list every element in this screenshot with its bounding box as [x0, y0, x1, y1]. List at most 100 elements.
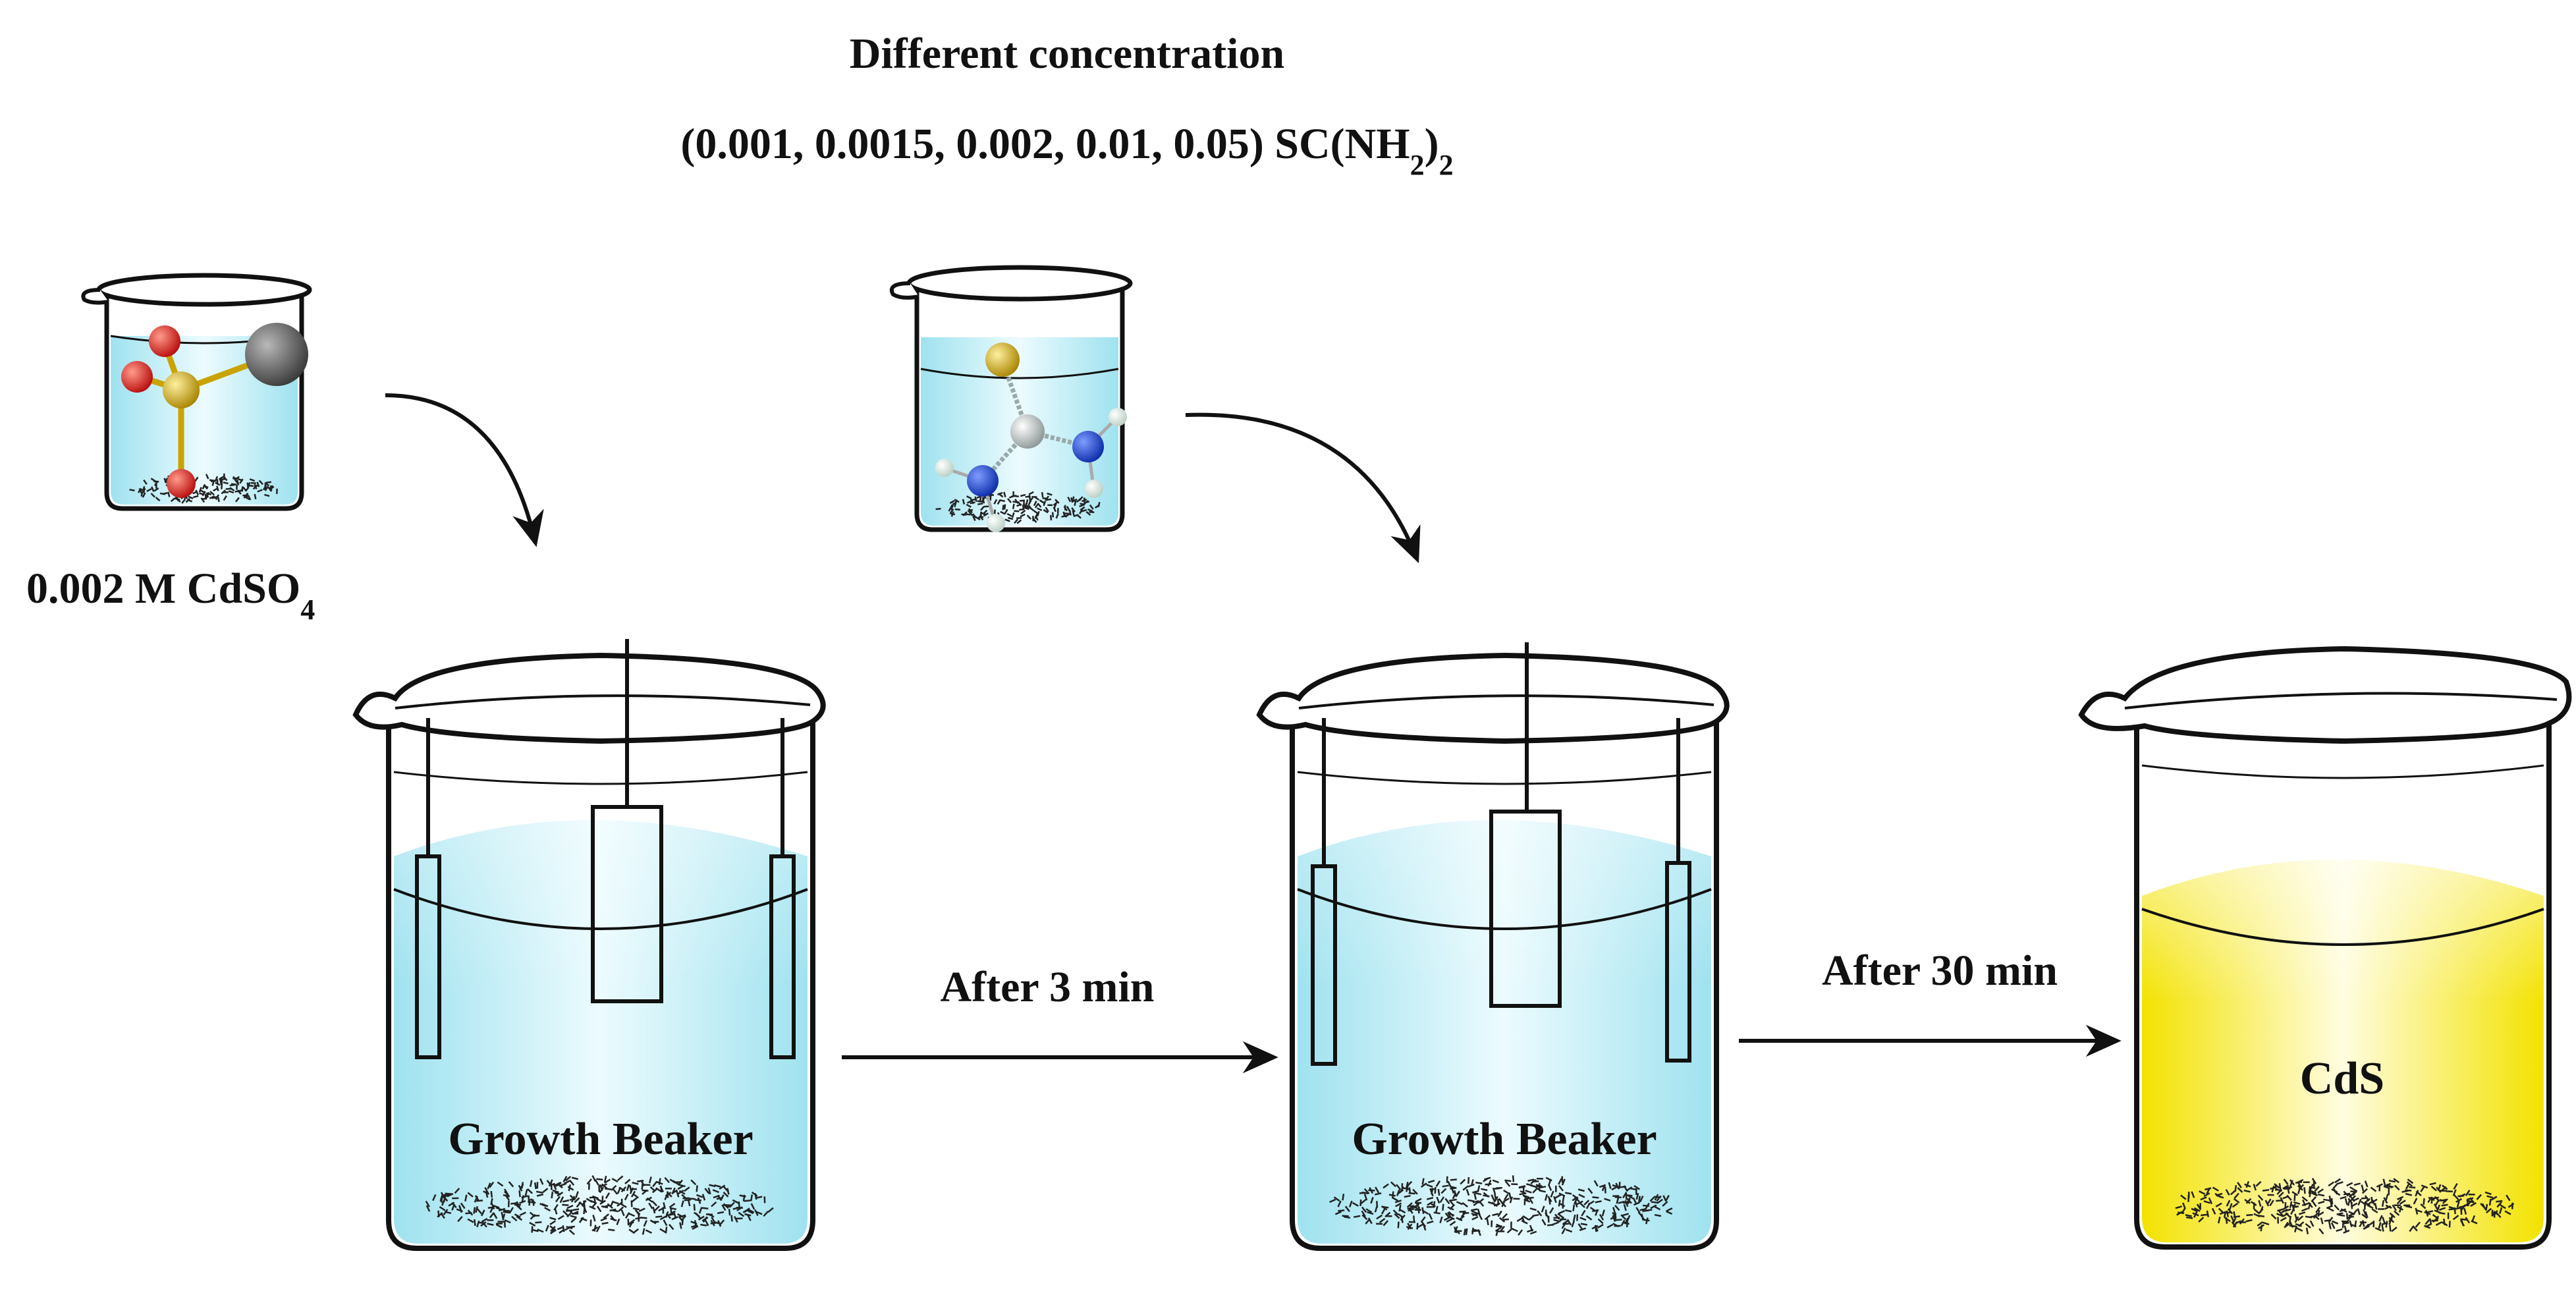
sediment-particle [1398, 1222, 1399, 1229]
sediment-particle [1581, 1224, 1587, 1225]
sediment-particle [717, 1212, 724, 1213]
sediment-particle [697, 1185, 698, 1192]
sediment-particle [474, 1207, 475, 1214]
sediment-particle [2347, 1217, 2354, 1218]
oxygen-atom [149, 325, 180, 357]
sediment-particle [536, 1192, 543, 1193]
sediment-particle [1075, 501, 1076, 506]
sediment-particle [729, 1209, 730, 1215]
sediment-particle [474, 1219, 475, 1226]
cds-beaker: CdS [2081, 649, 2569, 1247]
sediment-particle [522, 1182, 523, 1189]
hydrogen-atom [987, 514, 1005, 532]
sediment-particle [1487, 1219, 1489, 1225]
sediment-particle [694, 1204, 695, 1211]
sediment-particle [211, 481, 216, 482]
growth-beaker-1-rim [356, 655, 823, 741]
sediment-particle [160, 493, 165, 494]
growth-beaker-2-label: Growth Beaker [1352, 1114, 1657, 1165]
step-arrow-3min: After 3 min [842, 963, 1271, 1057]
sediment-particle [1389, 1195, 1396, 1196]
thiourea-beaker [892, 267, 1130, 532]
growth-beaker-1-shine [394, 820, 808, 988]
hydrogen-atom [1109, 408, 1127, 426]
sediment-particle [2186, 1217, 2193, 1219]
sediment-particle [2460, 1219, 2467, 1220]
sediment-particle [1655, 1215, 1661, 1216]
sediment-particle [1417, 1223, 1418, 1230]
sediment-particle [1472, 1228, 1473, 1234]
sediment-particle [2235, 1185, 2236, 1192]
thiourea-beaker-rim [909, 267, 1130, 299]
sediment-particle [597, 1179, 603, 1180]
sediment-particle [566, 1210, 572, 1211]
sediment-particle [522, 1195, 524, 1202]
sediment-particle [1338, 1210, 1344, 1211]
growth-beaker-1: Growth Beaker [356, 639, 823, 1248]
sediment-particle [2496, 1201, 2502, 1202]
sediment-particle [2226, 1217, 2228, 1224]
sediment-particle [2331, 1200, 2332, 1207]
sediment-particle [1070, 511, 1071, 516]
oxygen-atom [167, 469, 196, 498]
sediment-particle [642, 1183, 643, 1190]
sediment-particle [1073, 497, 1074, 502]
title-line-1: Different concentration [850, 30, 1284, 78]
title-block: Different concentration (0.001, 0.0015, … [680, 30, 1453, 181]
sediment-particle [2284, 1188, 2290, 1189]
sediment-particle [1483, 1196, 1490, 1197]
cadmium-atom [245, 323, 308, 386]
sediment-particle [1342, 1216, 1349, 1217]
sediment-particle [2304, 1187, 2305, 1194]
sediment-particle [955, 509, 960, 510]
growth-beaker-2-shine [1298, 820, 1711, 988]
sediment-particle [605, 1188, 611, 1189]
sediment-particle [491, 1191, 492, 1198]
sediment-particle [1434, 1213, 1440, 1214]
sediment-particle [1080, 504, 1085, 505]
sediment-particle [1043, 498, 1048, 499]
sediment-particle [1464, 1229, 1466, 1235]
sediment-particle [572, 1209, 579, 1211]
cdso4-pour-arrow [385, 395, 535, 540]
sediment-particle [1513, 1175, 1514, 1182]
sediment-particle [1467, 1200, 1474, 1202]
sediment-particle [637, 1180, 644, 1181]
sediment-particle [1004, 505, 1005, 510]
sediment-particle [2444, 1219, 2445, 1225]
sulfur-atom [163, 372, 200, 408]
sediment-particle [218, 497, 219, 502]
sediment-particle [701, 1208, 708, 1209]
sediment-particle [510, 1203, 517, 1204]
sediment-particle [1434, 1202, 1435, 1208]
sediment-particle [667, 1192, 668, 1198]
step-arrow-30min: After 30 min [1739, 947, 2114, 1041]
sediment-particle [1404, 1196, 1411, 1197]
sediment-particle [1423, 1178, 1424, 1185]
sediment-particle [1539, 1186, 1546, 1188]
sediment-particle [1651, 1202, 1658, 1203]
sediment-particle [1565, 1193, 1572, 1194]
sediment-particle [221, 484, 222, 489]
sediment-particle [535, 1222, 541, 1223]
sediment-particle [739, 1202, 740, 1208]
arrow-30min-label: After 30 min [1822, 947, 2058, 995]
sediment-particle [608, 1230, 615, 1231]
sediment-particle [2338, 1215, 2345, 1216]
sediment-particle [552, 1192, 553, 1198]
growth-beaker-1-graduation [394, 772, 808, 784]
sediment-particle [2389, 1180, 2396, 1182]
sediment-particle [496, 1223, 503, 1224]
sediment-particle [2424, 1198, 2425, 1205]
sediment-particle [1620, 1187, 1626, 1188]
sediment-particle [476, 1200, 483, 1201]
sediment-particle [130, 489, 135, 490]
sediment-particle [1435, 1187, 1436, 1194]
cdso4-label: 0.002 M CdSO4 [26, 565, 315, 626]
growth-beaker-2-graduation [1298, 772, 1711, 784]
sediment-particle [1013, 504, 1014, 509]
sediment-particle [2324, 1220, 2331, 1221]
sediment-particle [503, 1212, 510, 1213]
sediment-particle [2309, 1188, 2310, 1194]
sediment-particle [1502, 1219, 1509, 1220]
